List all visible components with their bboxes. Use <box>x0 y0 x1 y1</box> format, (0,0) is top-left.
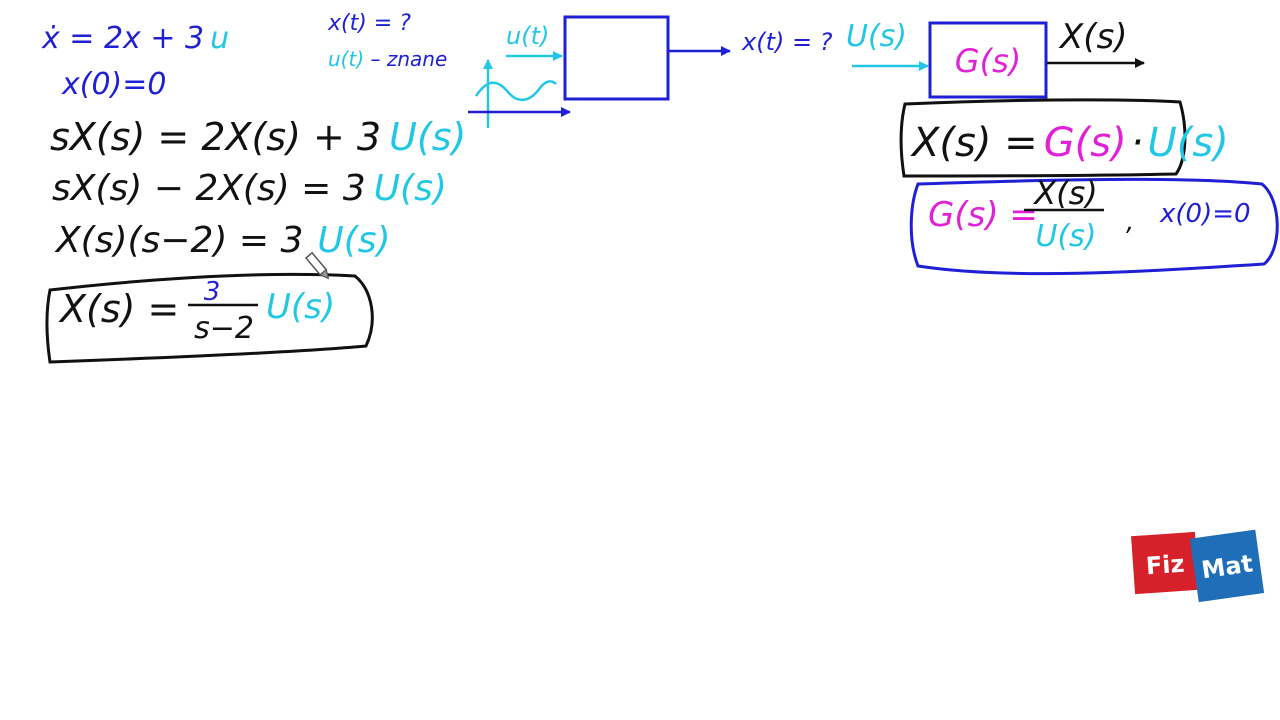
logo-left-text: Fiz <box>1145 550 1185 581</box>
transfer-block <box>928 21 1048 99</box>
ode-input: u <box>210 21 229 56</box>
result-box-outline <box>45 272 374 364</box>
io-relation-g: G(s) <box>1044 120 1127 166</box>
svg-text:ẋ = 2x + 3u: ẋ = 2x + 3u <box>41 21 229 56</box>
system-block <box>563 15 670 101</box>
transfer-numerator: X(s) <box>1032 174 1098 212</box>
s-output-label: X(s) <box>1058 17 1128 57</box>
transfer-definition: G(s) = X(s) U(s) , x(0)=0 <box>909 174 1279 276</box>
transfer-block-label: G(s) <box>955 42 1021 80</box>
fizmat-logo: Fiz Mat <box>1131 529 1265 603</box>
input-known-note: u(t) – znane <box>328 47 447 71</box>
block-input-label: u(t) <box>506 22 549 50</box>
transfer-initial-condition: x(0)=0 <box>1159 199 1251 229</box>
io-relation-lhs: X(s) = <box>910 120 1038 166</box>
io-relation-u: U(s) <box>1147 120 1228 166</box>
block-output-label: x(t) = ? <box>741 28 833 56</box>
input-signal-sketch <box>468 59 571 128</box>
result-equation: X(s) = 3 s−2 U(s) <box>45 272 374 364</box>
pencil-cursor-icon <box>304 251 330 280</box>
ode-lhs: ẋ = 2x + 3 <box>41 21 204 56</box>
s-input-label: U(s) <box>846 19 907 54</box>
initial-condition: x(0)=0 <box>61 67 166 102</box>
svg-text:X(s) =G(s)·U(s): X(s) =G(s)·U(s) <box>910 120 1229 166</box>
io-relation-outline <box>899 98 1187 178</box>
transfer-denominator: U(s) <box>1036 219 1097 254</box>
transfer-g-lhs: G(s) = <box>928 195 1038 235</box>
result-numerator: 3 <box>204 277 221 307</box>
io-relation-dot: · <box>1131 120 1144 166</box>
transfer-definition-outline <box>909 177 1279 276</box>
xt-question: x(t) = ? <box>327 11 411 36</box>
transfer-separator: , <box>1126 207 1134 237</box>
result-denominator: s−2 <box>194 311 254 346</box>
io-relation: X(s) =G(s)·U(s) <box>899 98 1229 178</box>
result-input: U(s) <box>266 287 335 327</box>
result-lhs: X(s) = <box>58 287 179 331</box>
